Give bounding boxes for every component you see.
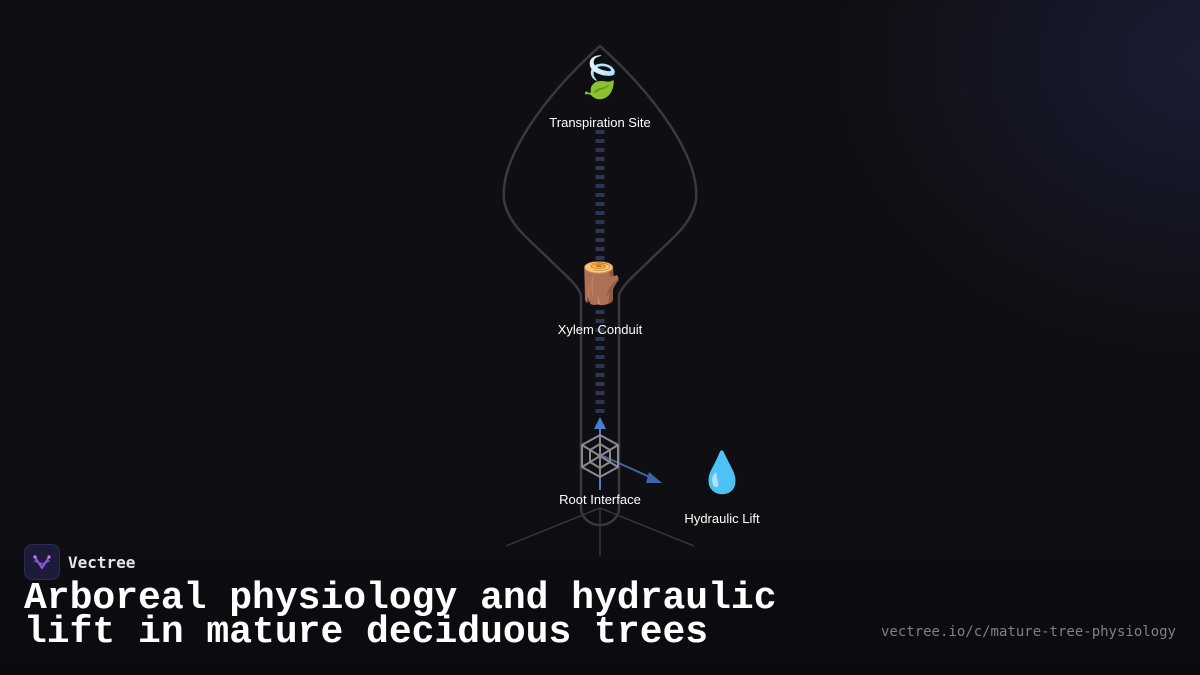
source-url[interactable]: vectree.io/c/mature-tree-physiology [880,624,1176,640]
web-network-icon [581,433,619,479]
lift-flow-arrow [602,455,653,479]
page-title: Arboreal physiology and hydraulic lift i… [24,577,777,654]
node-label-xylem: Xylem Conduit [557,322,643,337]
vectree-logo-mark [33,555,51,569]
root-line-right [599,507,695,547]
upward-arrowhead [594,417,606,429]
vectree-logo-icon [24,544,60,580]
root-line-left [505,507,601,547]
node-label-hydraulic-lift: Hydraulic Lift [684,511,760,526]
brand-name: Vectree [68,552,136,572]
node-label-root: Root Interface [559,492,641,507]
leaf-wind-icon: 🍃 [575,55,625,101]
brand: Vectree [24,544,135,580]
lift-arrowhead [646,472,662,483]
node-label-transpiration: Transpiration Site [549,115,651,130]
wood-log-icon: 🪵 [575,261,625,307]
water-droplet-icon: 💧 [697,450,747,496]
